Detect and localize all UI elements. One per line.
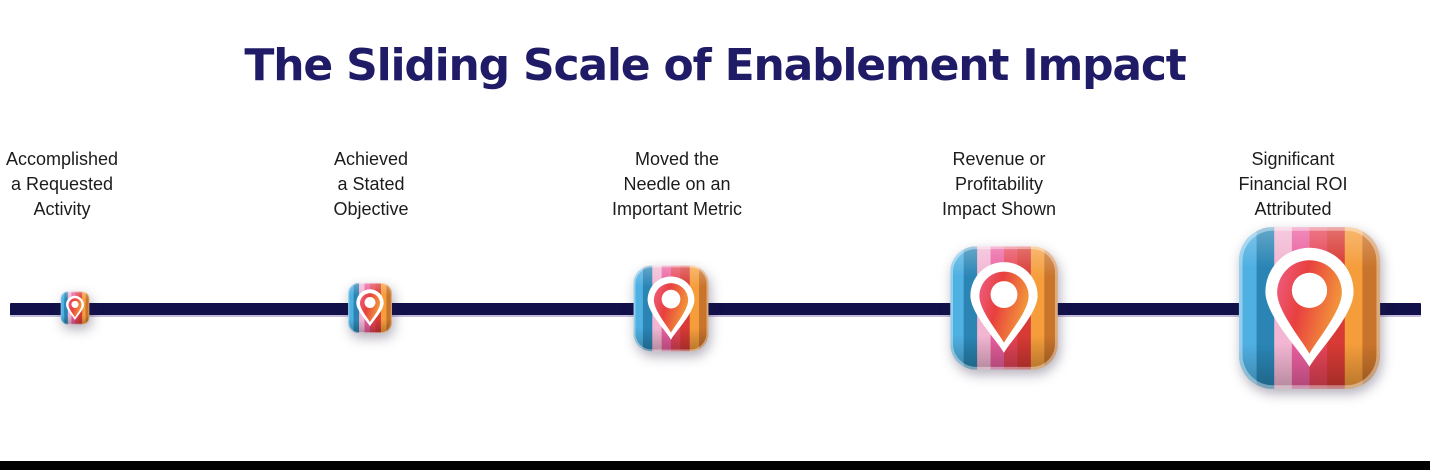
page-title: The Sliding Scale of Enablement Impact <box>244 40 1186 91</box>
milestone-label-2: Achieved a Stated Objective <box>333 149 409 219</box>
location-pin-icon <box>1236 224 1383 392</box>
milestone-label-1: Accomplished a Requested Activity <box>5 149 119 219</box>
location-pin-icon <box>632 264 710 353</box>
milestone-label-4: Revenue or Profitability Impact Shown <box>941 149 1057 219</box>
location-pin-icon <box>60 291 90 325</box>
location-pin-icon <box>347 282 393 334</box>
bottom-border-bar <box>0 461 1430 470</box>
timeline-line <box>10 303 1421 317</box>
milestone-label-3: Moved the Needle on an Important Metric <box>611 149 743 219</box>
location-pin-icon <box>948 244 1060 372</box>
milestone-label-5: Significant Financial ROI Attributed <box>1238 149 1348 219</box>
